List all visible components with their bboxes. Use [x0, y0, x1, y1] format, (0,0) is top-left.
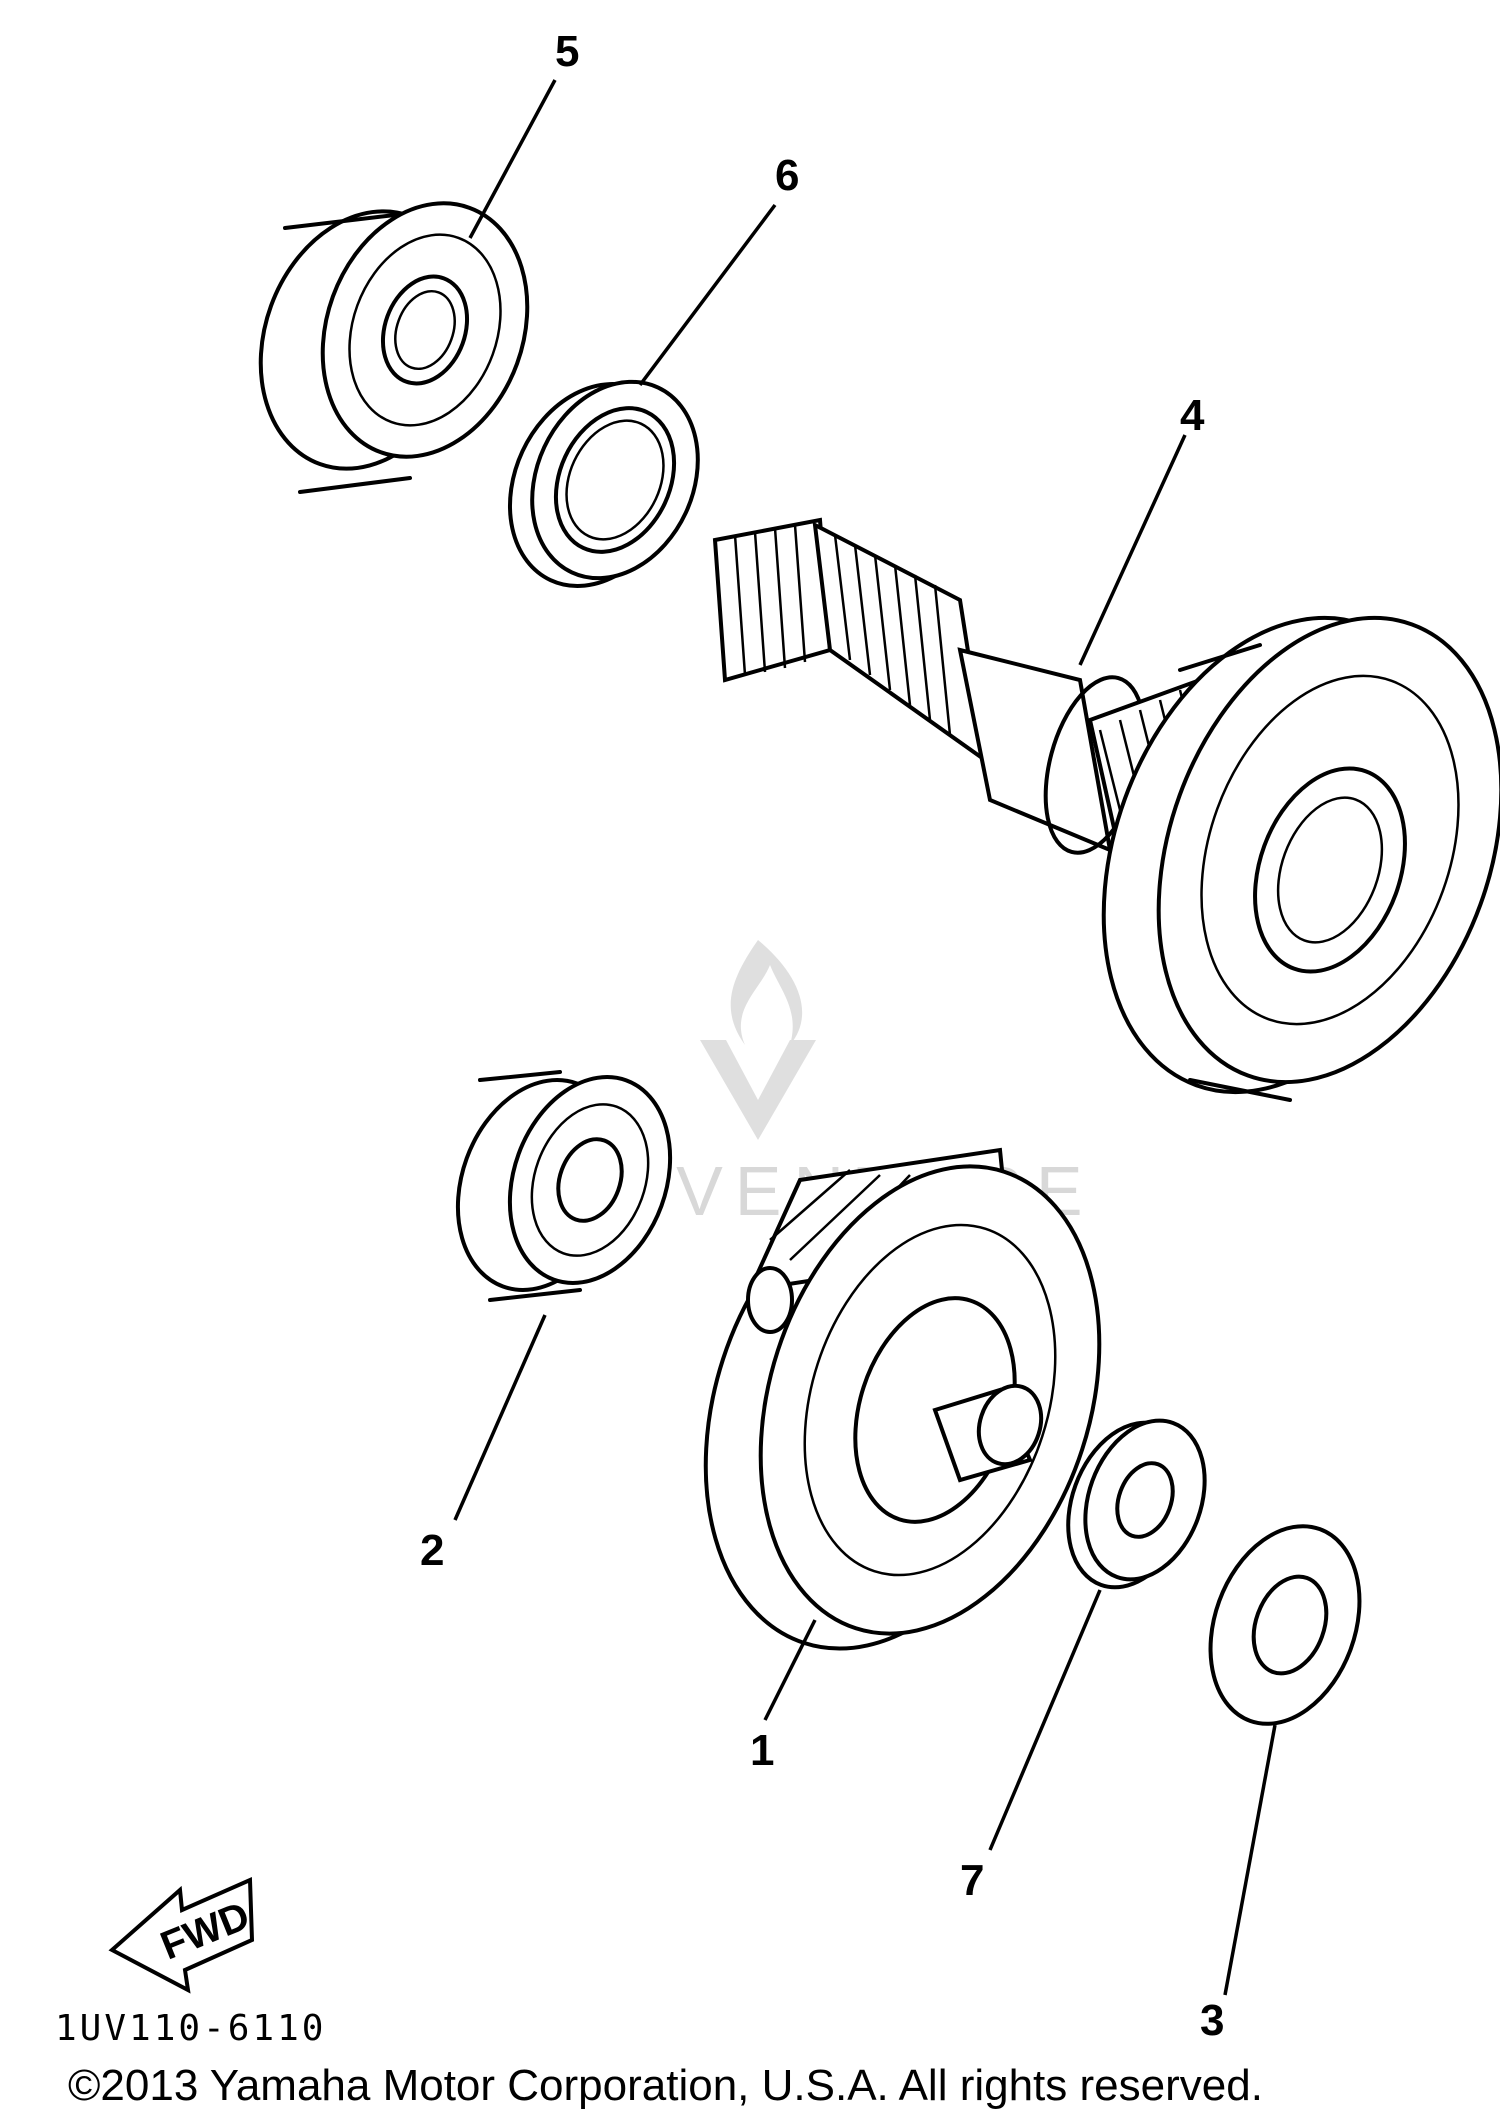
callout-numbers: 5 6 4 2 1 7 3: [420, 27, 1224, 2045]
callout-2: 2: [420, 1526, 444, 1575]
flame-v-logo-icon: [700, 940, 816, 1140]
part-3-washer: [1208, 1524, 1362, 1726]
callout-1: 1: [750, 1726, 774, 1775]
callout-5: 5: [555, 27, 579, 76]
part-7-washer: [1066, 1418, 1207, 1590]
fwd-arrow-icon: FWD: [108, 1876, 256, 1994]
part-4-shaft-gear: [712, 517, 1500, 1102]
leader-lines: [453, 79, 1277, 1996]
callout-6: 6: [775, 151, 799, 200]
callout-4: 4: [1180, 391, 1205, 440]
diagram-code: 1UV110-6110: [55, 2008, 326, 2049]
part-6-oil-seal: [507, 379, 700, 588]
copyright-notice: ©2013 Yamaha Motor Corporation, U.S.A. A…: [68, 2061, 1263, 2110]
part-5-bearing: [258, 201, 530, 494]
callout-7: 7: [960, 1856, 984, 1905]
callout-3: 3: [1200, 1996, 1224, 2045]
part-2-bearing: [455, 1070, 673, 1302]
part-1-gear: [703, 1147, 1102, 1651]
